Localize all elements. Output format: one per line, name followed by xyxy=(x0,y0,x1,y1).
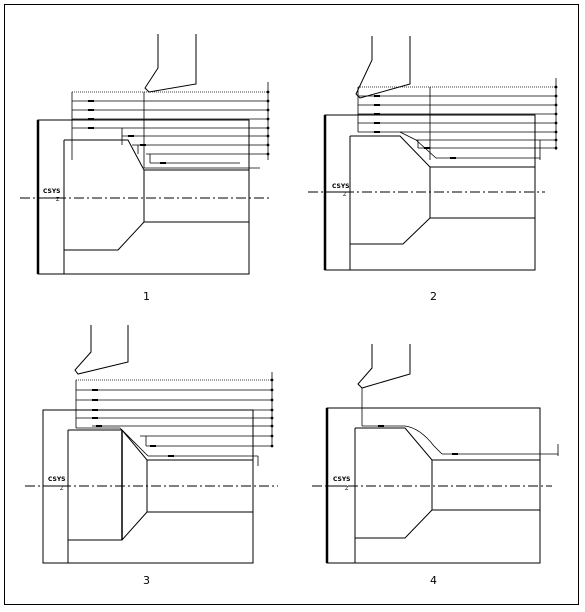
finish-pass xyxy=(361,388,559,456)
cutting-tool xyxy=(74,325,129,375)
panel-label-1: 1 xyxy=(143,290,150,303)
panel-2 xyxy=(308,36,558,271)
panel-label-2: 2 xyxy=(430,290,437,303)
z-axis-label-4: Z xyxy=(345,486,349,492)
finish-passes xyxy=(75,372,273,466)
rough-passes xyxy=(71,82,269,169)
panel-3 xyxy=(25,325,278,564)
csys-label-4: CSYS xyxy=(333,476,351,483)
panel-label-3: 3 xyxy=(143,574,150,587)
cutting-tool xyxy=(357,344,411,389)
part-profile xyxy=(68,429,254,541)
panel-4 xyxy=(312,344,559,564)
z-axis-label-3: Z xyxy=(60,486,64,492)
z-axis-label-1: Z xyxy=(56,197,60,203)
panel-1 xyxy=(20,34,272,275)
z-axis-label-2: Z xyxy=(343,192,347,198)
part-profile xyxy=(350,135,536,245)
csys-label-3: CSYS xyxy=(48,476,66,483)
part-profile xyxy=(355,427,541,539)
part-profile xyxy=(64,139,250,251)
arrow-marks xyxy=(88,90,270,164)
csys-label-2: CSYS xyxy=(332,183,350,190)
csys-label-1: CSYS xyxy=(43,188,61,195)
panel-label-4: 4 xyxy=(430,574,437,587)
figure-frame xyxy=(4,4,579,605)
cutting-tool xyxy=(144,34,197,93)
cutting-tool xyxy=(355,36,411,99)
